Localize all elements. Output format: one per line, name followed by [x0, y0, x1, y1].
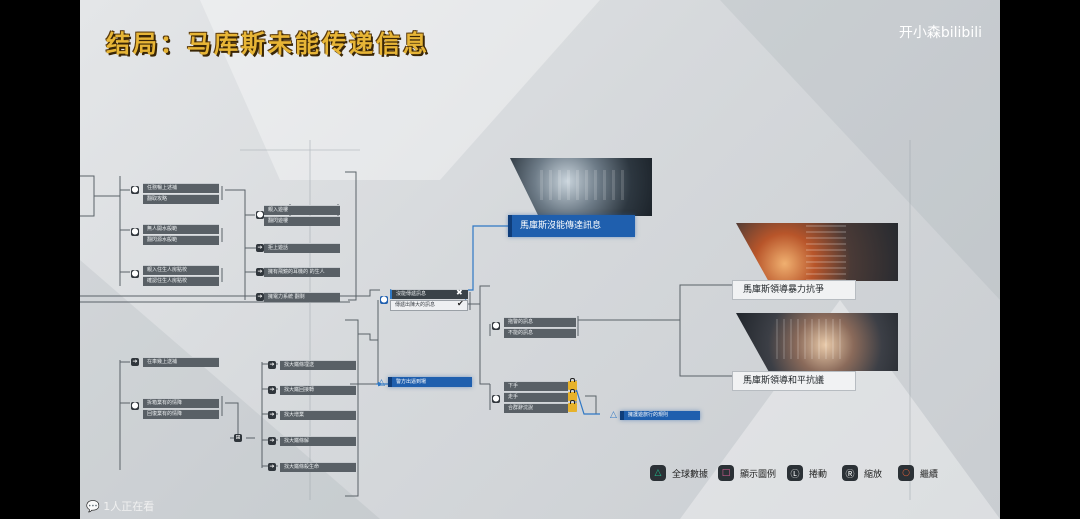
- flow-node[interactable]: 找大鐵條殺生命: [280, 462, 356, 472]
- control-label: 顯示圖例: [740, 469, 777, 480]
- control-continue[interactable]: ○ 繼續: [898, 465, 938, 481]
- arrow-icon: ➔: [256, 244, 264, 252]
- police-arrival-node[interactable]: 警方出逼到場: [388, 377, 472, 387]
- ending-peaceful[interactable]: 馬庫斯領導和平抗議: [732, 371, 856, 391]
- flow-node[interactable]: 找大鐵條埋送: [280, 360, 356, 370]
- control-label: 捲動: [809, 469, 828, 480]
- flow-node[interactable]: 翻取攻略: [143, 194, 219, 204]
- choice-option-transmitted[interactable]: 傳遞出陳大的訊息: [390, 300, 468, 311]
- chapter-ending-title: 结局：马库斯未能传递信息: [106, 29, 430, 58]
- flow-node[interactable]: 回復業有的情降: [143, 409, 219, 419]
- flow-node[interactable]: 不能的訊息: [504, 328, 576, 338]
- flow-node[interactable]: 下手: [504, 381, 568, 391]
- locked-icon: [568, 400, 577, 412]
- R-button-icon: Ⓡ: [842, 465, 858, 481]
- locked-icon: [568, 389, 577, 401]
- arrow-icon: ➔: [268, 386, 276, 394]
- square-icon: □: [718, 465, 734, 481]
- ending-violent[interactable]: 馬庫斯領導暴力抗爭: [732, 280, 856, 300]
- node-bullet-icon: ⬤: [492, 322, 500, 330]
- flow-node[interactable]: 確認住生人房點校: [143, 276, 219, 286]
- triangle-icon: △: [650, 465, 666, 481]
- control-scroll[interactable]: Ⓛ 捲動: [787, 465, 827, 481]
- flow-node[interactable]: 擁電力系統 翻剩: [264, 292, 340, 302]
- x-icon: ✖: [456, 288, 463, 297]
- L-button-icon: Ⓛ: [787, 465, 803, 481]
- control-label: 繼續: [920, 469, 939, 480]
- node-bullet-icon: ⬤: [256, 211, 264, 219]
- triangle-marker-icon: △: [610, 410, 617, 420]
- control-label: 縮放: [864, 469, 883, 480]
- viewer-count: 💬 1人正在看: [86, 498, 154, 514]
- check-icon: ✔: [457, 299, 464, 308]
- flow-node[interactable]: 在車幾上送補: [143, 357, 219, 367]
- junction-icon: ⊞: [234, 434, 242, 442]
- arrow-icon: ➔: [256, 293, 264, 301]
- arrow-icon: ➔: [268, 411, 276, 419]
- flow-node[interactable]: 拒上遊話: [264, 243, 340, 253]
- flow-node[interactable]: 翻閃源水般範: [143, 235, 219, 245]
- flow-node[interactable]: 親入遊樓: [264, 205, 340, 215]
- flow-node[interactable]: 拖警的訊息: [504, 317, 576, 327]
- arrow-icon: ➔: [268, 361, 276, 369]
- node-bullet-icon: ⬤: [380, 296, 388, 304]
- arrow-icon: ➔: [131, 358, 139, 366]
- node-bullet-icon: ⬤: [131, 186, 139, 194]
- outcome-main-node[interactable]: 馬庫斯沒能傳達訊息: [508, 215, 635, 237]
- flowchart-screen: 结局：马库斯未能传递信息: [80, 0, 1000, 519]
- node-bullet-icon: ⬤: [131, 402, 139, 410]
- flow-node[interactable]: 拆箱業有的情降: [143, 398, 219, 408]
- locked-icon: [568, 378, 577, 390]
- scene-thumbnail-snowy-plaza: [510, 158, 652, 216]
- circle-icon: ○: [898, 465, 914, 481]
- arrow-icon: ➔: [256, 268, 264, 276]
- choice-option-failed[interactable]: 沒能傳遞訊息: [390, 289, 468, 299]
- flow-node-blue[interactable]: 擁護遊旅行的規則: [620, 411, 700, 420]
- bilibili-watermark: 开小森bilibili: [898, 25, 982, 41]
- control-zoom[interactable]: Ⓡ 縮放: [842, 465, 882, 481]
- node-bullet-icon: ⬤: [492, 395, 500, 403]
- node-bullet-icon: ⬤: [131, 270, 139, 278]
- flow-node[interactable]: 找大增業: [280, 410, 356, 420]
- arrow-icon: ➔: [268, 437, 276, 445]
- triangle-marker-icon: △: [378, 378, 385, 388]
- flow-node[interactable]: 翻閃遊樓: [264, 216, 340, 226]
- control-label: 全球數據: [672, 469, 709, 480]
- flow-node[interactable]: 親入住生人房點校: [143, 265, 219, 275]
- flow-node[interactable]: 無人開水般範: [143, 224, 219, 234]
- flow-node[interactable]: 擁有飛鏡的耳機的 的生人: [264, 267, 340, 277]
- flow-node[interactable]: 走手: [504, 392, 568, 402]
- flow-node[interactable]: 找大鐵條解: [280, 436, 356, 446]
- viewer-count-text: 1人正在看: [103, 500, 155, 513]
- node-bullet-icon: ⬤: [131, 228, 139, 236]
- chat-icon: 💬: [86, 500, 100, 513]
- flow-node[interactable]: 找大鐵回接轉: [280, 385, 356, 395]
- flow-node[interactable]: 合群辭沈說: [504, 403, 568, 413]
- control-show-legend[interactable]: □ 顯示圖例: [718, 465, 776, 481]
- control-global-stats[interactable]: △ 全球數據: [650, 465, 708, 481]
- flow-node[interactable]: 任務暢上述補: [143, 183, 219, 193]
- arrow-icon: ➔: [268, 463, 276, 471]
